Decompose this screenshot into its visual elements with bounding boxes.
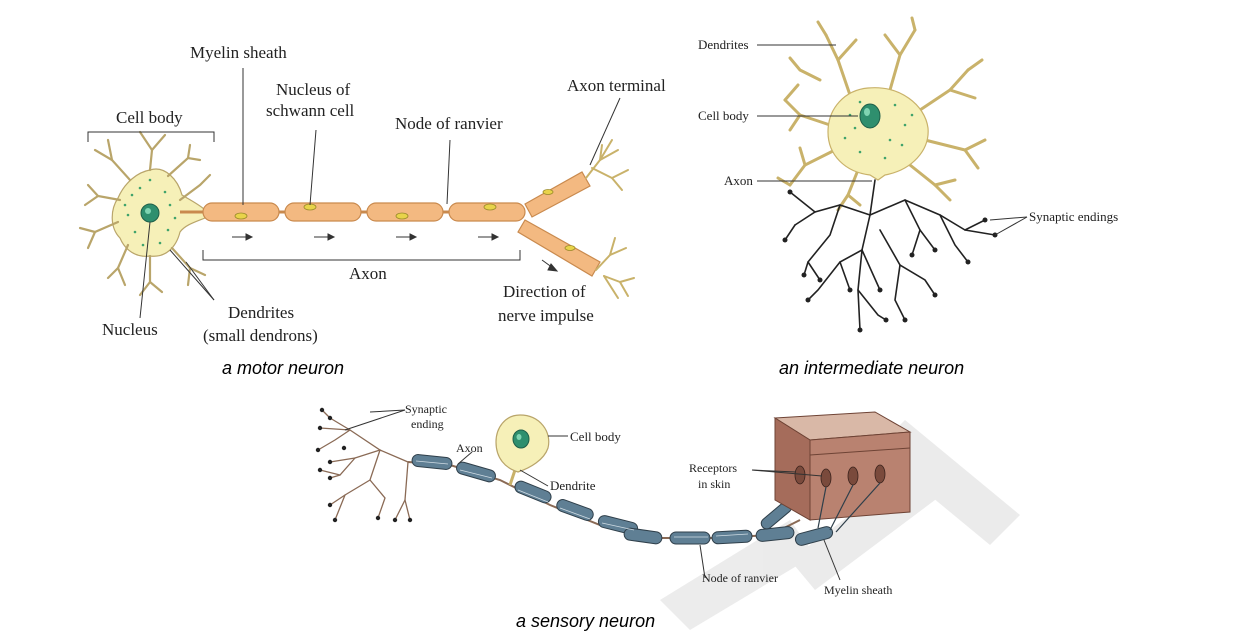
caption-sensory-neuron: a sensory neuron: [516, 611, 655, 631]
label-intermediate-dendrites: Dendrites: [698, 37, 749, 52]
label-ending: ending: [411, 417, 444, 431]
motor-schwann-nuclei: [234, 203, 497, 220]
label-sensory-cell-body: Cell body: [570, 429, 621, 444]
label-nucleus-of: Nucleus of: [276, 80, 350, 99]
label-in-skin: in skin: [698, 477, 730, 491]
motor-nissl-dots: [123, 178, 177, 247]
caption-intermediate-neuron: an intermediate neuron: [779, 358, 964, 378]
label-nucleus: Nucleus: [102, 320, 158, 339]
label-direction-line1: Direction of: [503, 282, 586, 301]
label-synaptic-endings: Synaptic endings: [1029, 209, 1118, 224]
label-receptors: Receptors: [689, 461, 737, 475]
sensory-nucleus: [512, 429, 530, 449]
intermediate-axon: [784, 179, 996, 331]
label-axon-terminal: Axon terminal: [567, 76, 666, 95]
skin-block: [773, 411, 912, 533]
sensory-synaptic-tree: [317, 409, 411, 521]
motor-neuron: Myelin sheath Nucleus of schwann cell No…: [78, 43, 666, 378]
label-intermediate-axon: Axon: [724, 173, 753, 188]
motor-axon-branches: [517, 171, 601, 277]
label-dendrite: Dendrite: [550, 478, 596, 493]
watermark: [660, 420, 1020, 630]
label-cell-body: Cell body: [116, 108, 183, 127]
label-sensory-axon: Axon: [456, 441, 483, 455]
sensory-neuron: Synaptic ending Axon Cell body Dendrite …: [315, 402, 912, 631]
cell-body-bracket: [87, 131, 215, 142]
intermediate-nucleus: [859, 103, 881, 129]
sensory-myelin-segments: [411, 454, 834, 546]
label-intermediate-cell-body: Cell body: [698, 108, 749, 123]
caption-motor-neuron: a motor neuron: [222, 358, 344, 378]
label-dendrites: Dendrites: [228, 303, 294, 322]
label-node-of-ranvier: Node of ranvier: [395, 114, 503, 133]
label-sensory-myelin-sheath: Myelin sheath: [824, 583, 892, 597]
label-direction-line2: nerve impulse: [498, 306, 594, 325]
label-schwann-cell: schwann cell: [266, 101, 355, 120]
label-sensory-node-of-ranvier: Node of ranvier: [702, 571, 778, 585]
motor-axon-terminals: [585, 139, 635, 299]
label-myelin-sheath: Myelin sheath: [190, 43, 287, 62]
label-axon: Axon: [349, 264, 387, 283]
intermediate-neuron: Dendrites Cell body Axon Synaptic ending…: [698, 16, 1118, 378]
label-synaptic: Synaptic: [405, 402, 447, 416]
intermediate-synaptic-knobs: [782, 189, 998, 333]
label-small-dendrons: (small dendrons): [203, 326, 318, 345]
intermediate-dendrites: [776, 16, 987, 212]
motor-dendrites: [78, 130, 212, 297]
sensory-myelin-highlights: [415, 460, 749, 538]
motor-impulse-arrows: [232, 233, 559, 272]
sensory-synaptic-knobs: [315, 407, 413, 523]
axon-bracket: [202, 250, 521, 261]
